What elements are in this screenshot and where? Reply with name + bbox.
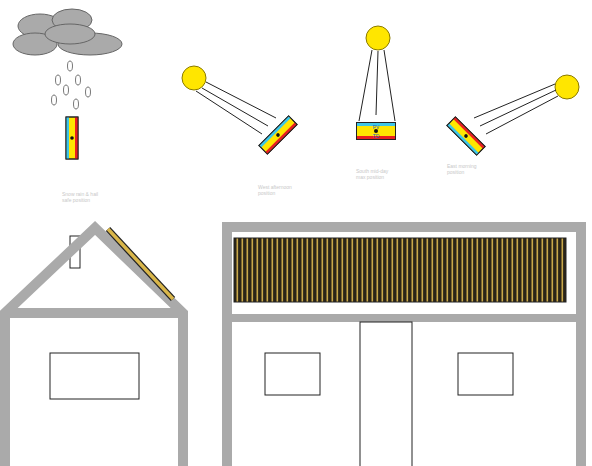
cloud [13, 9, 122, 55]
rain-drops [52, 61, 91, 109]
solar-panel [66, 117, 78, 159]
house-front-view [222, 227, 586, 466]
sun-rays [474, 84, 558, 134]
sun-rays [196, 82, 276, 134]
position-caption: West afternoon position [258, 184, 300, 196]
panel-side-label: PV [357, 125, 395, 130]
solar-panel [447, 117, 485, 155]
solar-panel: PV TD [356, 122, 396, 140]
sun [182, 66, 206, 90]
solar-panel [259, 116, 297, 154]
panel-side-label: TD [357, 134, 395, 139]
house-side-view [5, 228, 183, 466]
position-caption: Snow rain & hail safe position [62, 191, 108, 203]
position-caption: East morning position [447, 163, 487, 175]
sun-rays [359, 50, 395, 121]
sun [366, 26, 390, 50]
position-caption: South mid-day max position [356, 168, 396, 180]
sun [555, 75, 579, 99]
